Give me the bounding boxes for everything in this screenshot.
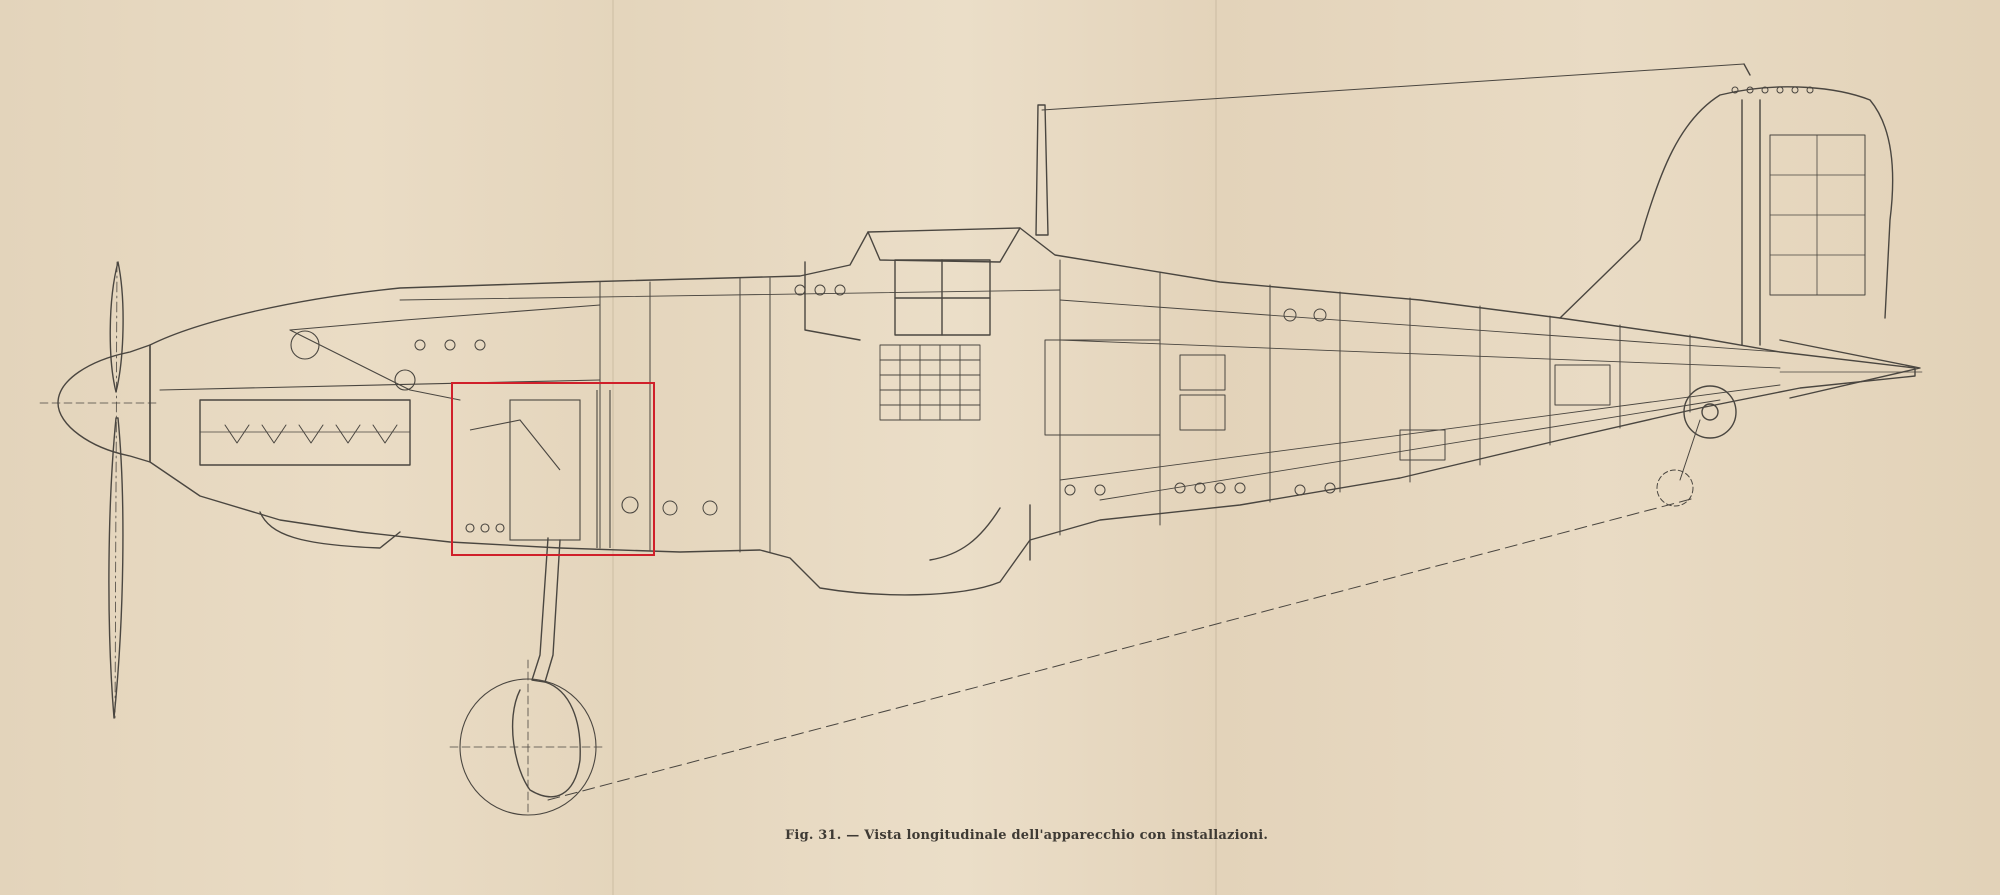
caption-separator: — (846, 828, 860, 843)
antenna (1035, 63, 1751, 236)
paper-fold (612, 0, 614, 895)
spinner (57, 344, 151, 463)
engine-cowling-lower (259, 511, 401, 549)
paper-fold (1215, 0, 1217, 895)
vertical-tail (1559, 86, 1894, 346)
propeller (108, 261, 124, 719)
canopy (804, 227, 1021, 341)
highlight-detail (465, 390, 639, 548)
fuselage-outline (149, 227, 1916, 596)
fuselage-frames (599, 259, 1691, 553)
ground-line (547, 497, 1696, 801)
highlight-box (451, 382, 655, 556)
figure-number: Fig. 31. (785, 828, 842, 843)
tail-wheel (1656, 385, 1737, 507)
fuselage-stringers (399, 289, 1781, 501)
engine-block (199, 399, 411, 466)
tail-cone (1779, 339, 1921, 399)
main-landing-gear (449, 537, 606, 816)
wing-root-fairing (929, 504, 1031, 561)
ammunition-box (879, 344, 981, 421)
figure-caption: Fig. 31. — Vista longitudinale dell'appa… (785, 828, 1268, 843)
lightening-holes (414, 86, 1814, 516)
engine-mount (159, 304, 601, 401)
caption-text: Vista longitudinale dell'apparecchio con… (864, 828, 1269, 843)
equipment-compartments (1044, 339, 1611, 461)
